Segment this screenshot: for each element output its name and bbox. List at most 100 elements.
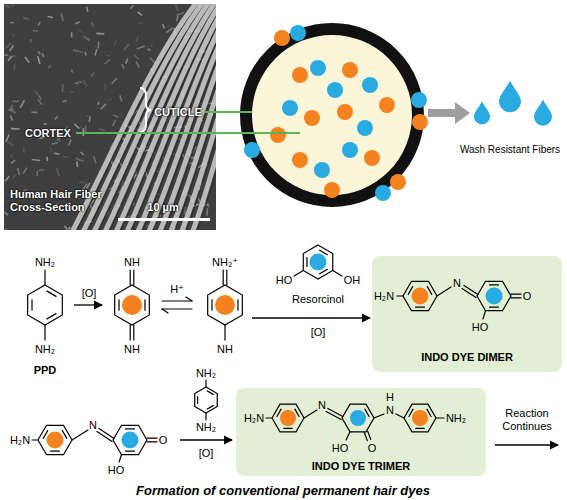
dye-molecule <box>310 60 326 76</box>
dye-molecule <box>390 174 406 190</box>
bond <box>43 431 47 439</box>
bond <box>320 250 328 254</box>
water-drop <box>474 101 490 124</box>
ring-marker <box>350 410 366 426</box>
bond <box>162 309 168 313</box>
bond <box>409 409 413 416</box>
atom-label: NH₂ <box>196 367 216 380</box>
ring-marker <box>412 288 429 305</box>
bond <box>147 441 157 442</box>
atom-label: NH₂ <box>35 256 55 269</box>
bond <box>133 325 134 340</box>
hair-fiber <box>246 29 418 201</box>
bond <box>333 271 342 277</box>
bond <box>162 308 192 309</box>
reagent-label: [O] <box>199 447 214 460</box>
atom-label: NH₂⁺ <box>212 256 238 269</box>
bond <box>326 412 341 420</box>
bond <box>197 397 198 404</box>
bond <box>462 289 476 298</box>
dye-molecule <box>364 150 380 166</box>
bond <box>47 291 56 296</box>
figure-caption: Formation of conventional permanent hair… <box>136 483 430 498</box>
bond <box>130 325 131 340</box>
atom-label: N <box>453 277 461 290</box>
bond <box>306 258 307 267</box>
benzene-ring <box>404 404 436 432</box>
bond <box>416 306 425 307</box>
ring-marker <box>412 410 428 426</box>
bond <box>511 294 521 295</box>
bond <box>416 428 424 429</box>
bond <box>427 287 431 295</box>
atom-label: NH₂ <box>35 343 55 356</box>
bond <box>408 287 412 295</box>
bond <box>490 306 499 307</box>
benzene-ring <box>38 425 72 454</box>
bond <box>224 325 225 340</box>
product-name: INDO DYE DIMER <box>421 351 513 364</box>
atom-label: NH <box>217 343 233 356</box>
atom-label: O <box>368 442 377 455</box>
bond <box>368 431 371 439</box>
structure-label: CORTEX <box>25 127 71 140</box>
dye-molecule <box>337 104 353 120</box>
dye-molecule <box>274 30 290 46</box>
atom-label: H₂N <box>244 412 264 425</box>
bond <box>266 417 272 418</box>
bond <box>490 284 499 285</box>
benzene-ring <box>28 285 63 325</box>
bond <box>237 300 238 311</box>
photo-title: Human Hair Fiber Cross-Section <box>10 188 120 214</box>
benzene-ring <box>477 281 511 310</box>
atom-label: H₂N <box>10 434 30 447</box>
atom-label: NH <box>124 256 140 269</box>
ring-marker <box>47 432 64 449</box>
dye-molecule <box>362 77 378 93</box>
dye-molecule <box>412 114 428 130</box>
bond <box>31 300 32 311</box>
bond <box>346 432 350 440</box>
bond <box>294 271 303 277</box>
bond <box>133 270 134 285</box>
atom-label: O <box>523 290 532 303</box>
result-label: Wash Resistant Fibers <box>460 144 560 156</box>
dye-molecule <box>357 120 373 136</box>
bond <box>119 455 122 462</box>
product-name: INDO DYE TRIMER <box>312 460 410 473</box>
bond <box>223 270 224 285</box>
bond <box>130 270 131 285</box>
reagent-label: [O] <box>311 326 326 339</box>
dye-molecule <box>342 62 358 78</box>
benzene-ring <box>115 285 150 325</box>
reaction-arrow <box>252 317 370 318</box>
benzene-ring <box>272 404 304 432</box>
reagent-label: H⁺ <box>170 283 184 296</box>
bond <box>118 300 119 311</box>
dye-molecule <box>244 142 260 158</box>
atom-label: N <box>89 419 97 432</box>
bond <box>437 287 451 296</box>
ring-marker <box>310 254 327 271</box>
bond <box>51 450 60 451</box>
bond <box>365 409 369 416</box>
product-box: H₂NNOHOINDO DYE DIMER <box>372 256 562 372</box>
bond <box>226 270 227 285</box>
bond <box>47 314 56 319</box>
atom-label: HO <box>472 321 489 334</box>
atom-label: NH₂ <box>196 421 216 434</box>
water-drop <box>534 100 552 126</box>
leader-line <box>204 111 252 113</box>
bond <box>374 414 384 418</box>
bond <box>320 269 328 273</box>
ring-marker <box>122 432 139 449</box>
bond <box>144 300 145 311</box>
dye-molecule <box>375 185 391 201</box>
bond <box>464 285 478 294</box>
bond <box>186 297 192 301</box>
scale-bar <box>118 218 210 221</box>
dye-molecule <box>324 182 340 198</box>
bond <box>295 409 299 416</box>
dye-molecule <box>379 97 395 113</box>
